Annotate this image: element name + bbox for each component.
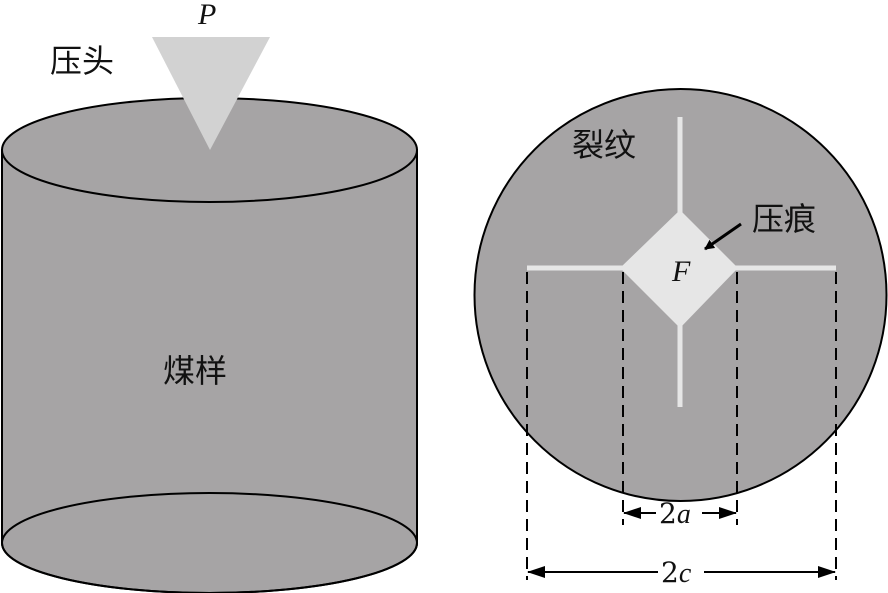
indentation [620, 210, 738, 328]
indenter-label: 压头 [50, 42, 114, 80]
load-label: P [197, 0, 216, 31]
indenter [152, 37, 270, 150]
indent-area-label: F [671, 255, 691, 288]
cylinder-bottom-edge [1, 492, 418, 593]
indentation-arrow [704, 222, 742, 251]
crack-label: 裂纹 [572, 126, 636, 164]
coal-sample-cylinder [1, 97, 418, 593]
dimension-2a: 2a [623, 497, 737, 530]
dimension-lines [526, 272, 837, 580]
svg-text:2c: 2c [661, 556, 692, 589]
dimension-2c: 2c [527, 556, 836, 589]
sample-label: 煤样 [163, 352, 227, 390]
svg-text:2a: 2a [659, 497, 691, 530]
indentation-label: 压痕 [752, 200, 816, 238]
